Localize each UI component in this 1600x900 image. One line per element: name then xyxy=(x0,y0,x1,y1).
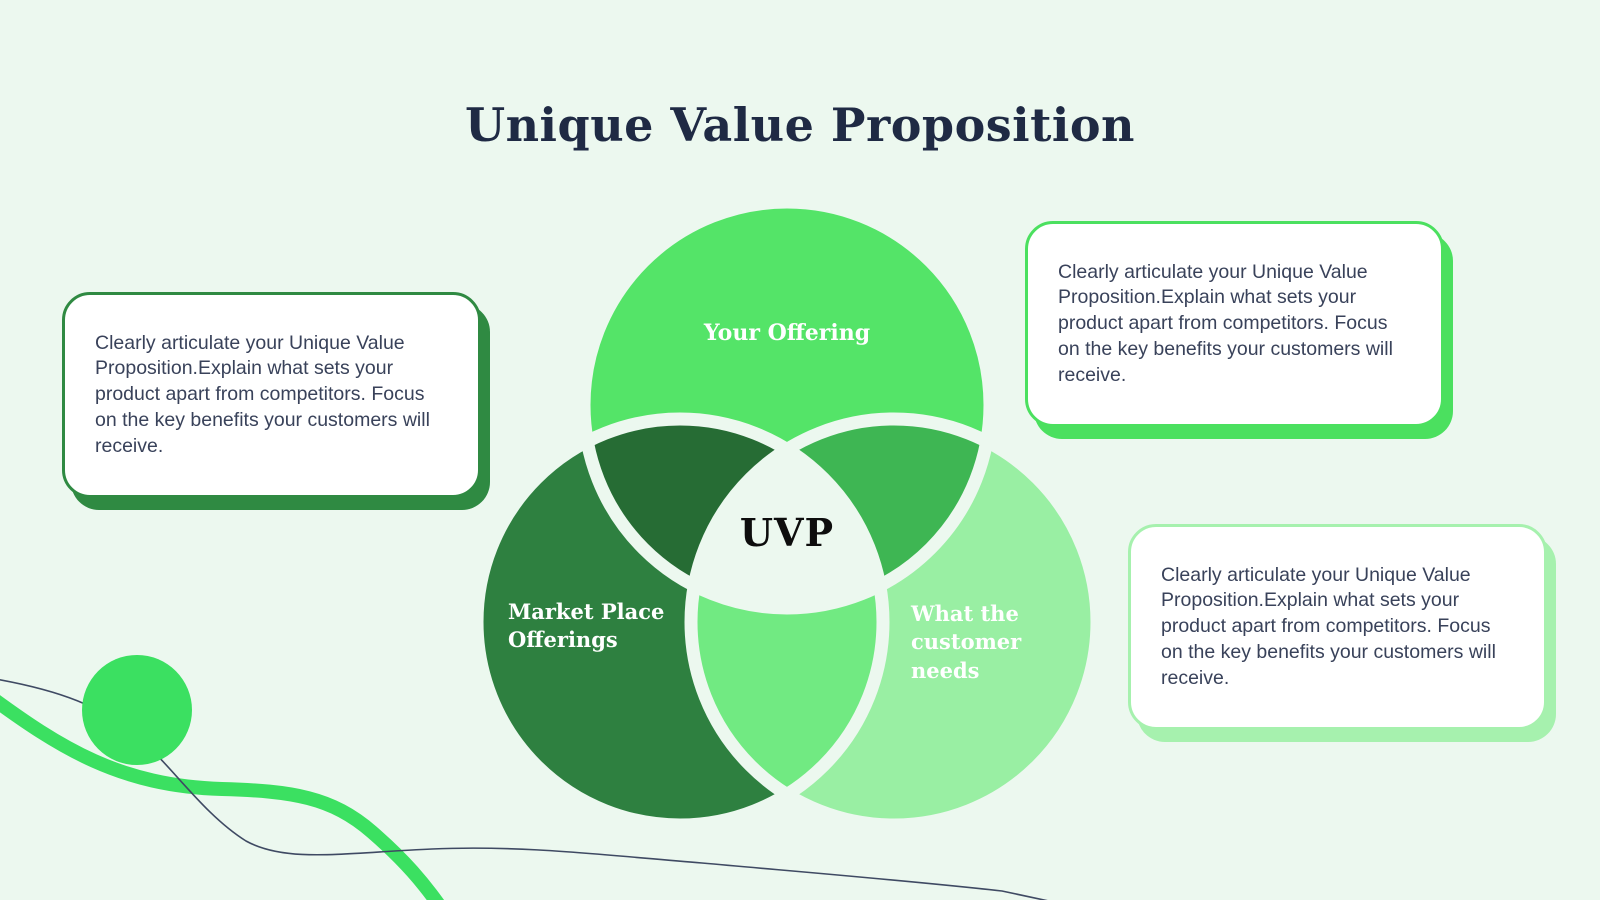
venn-center-label-uvp: UVP xyxy=(739,510,835,555)
venn-outline-left xyxy=(470,412,890,832)
note-text: Clearly articulate your Unique Value Pro… xyxy=(1161,563,1496,689)
decor-circle xyxy=(82,655,192,765)
decor-wave-green xyxy=(0,695,445,900)
venn-center-region xyxy=(691,419,883,608)
note-card-top-right: Clearly articulate your Unique Value Pro… xyxy=(1025,221,1444,427)
page-title: Unique Value Proposition xyxy=(465,98,1135,152)
note-card-bottom-right: Clearly articulate your Unique Value Pro… xyxy=(1128,524,1547,730)
note-card-left: Clearly articulate your Unique Value Pro… xyxy=(62,292,481,498)
venn-outline-top xyxy=(577,195,997,615)
venn-label-your-offering: Your Offering xyxy=(703,320,871,346)
venn-outline-right xyxy=(684,412,1104,832)
note-text: Clearly articulate your Unique Value Pro… xyxy=(95,331,430,457)
venn-label-what-the-customer-needs: What the customer needs xyxy=(911,601,1022,683)
note-text: Clearly articulate your Unique Value Pro… xyxy=(1058,260,1393,386)
venn-label-market-place-offerings: Market Place Offerings xyxy=(508,599,665,653)
